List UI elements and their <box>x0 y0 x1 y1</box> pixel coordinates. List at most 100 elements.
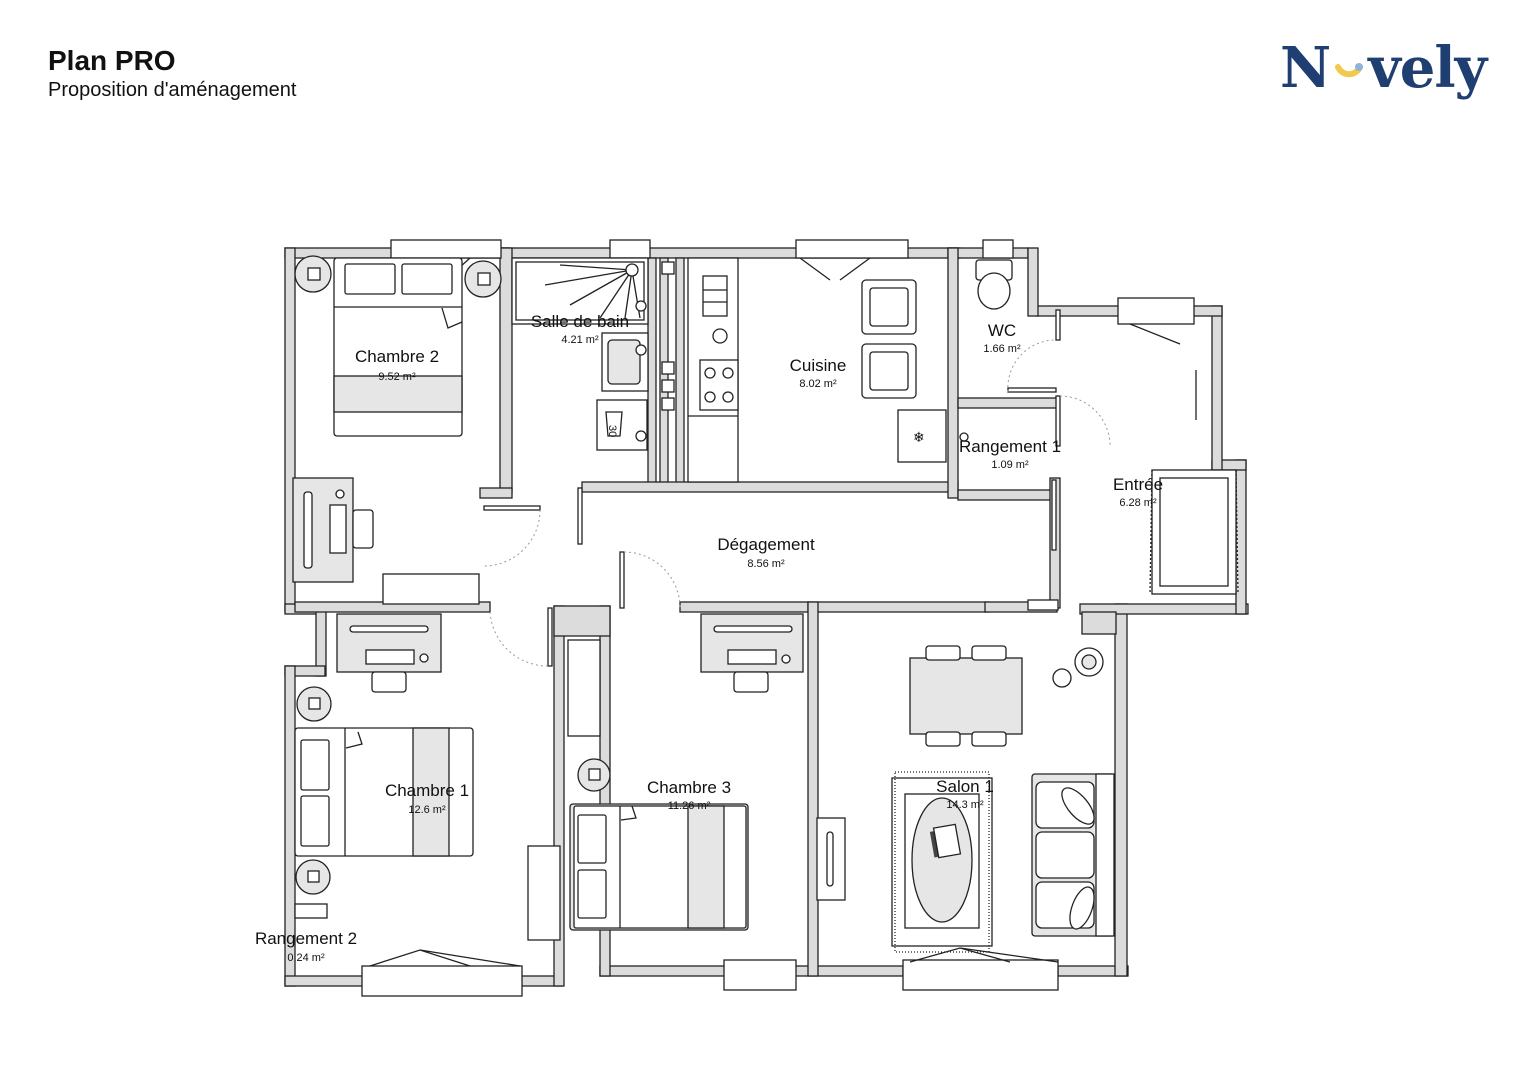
room-name-cuisine: Cuisine <box>790 356 847 375</box>
coffee-table <box>911 797 973 923</box>
bed-blanket <box>687 805 725 929</box>
room-chambre-2-furniture <box>292 255 502 605</box>
room-name-rangement-2: Rangement 2 <box>255 929 357 948</box>
sofa-back <box>1095 773 1115 937</box>
dining-chair <box>971 731 1007 747</box>
valve-icon <box>635 344 647 356</box>
duct <box>661 361 675 375</box>
door-leaf <box>1007 387 1057 393</box>
duct <box>661 261 675 275</box>
wall <box>807 601 989 613</box>
laptop <box>329 504 347 554</box>
outlet-icon <box>959 432 969 442</box>
plant-pot <box>588 768 601 781</box>
dining-chair <box>971 645 1007 661</box>
toilet-icon <box>977 272 1011 310</box>
wall <box>675 257 685 485</box>
wall <box>1027 247 1039 317</box>
window <box>361 965 523 997</box>
bed-blanket <box>412 727 450 857</box>
book-icon <box>932 823 962 859</box>
door-leaf <box>1027 599 1059 611</box>
sink-icon <box>607 339 641 385</box>
room-name-chambre-1: Chambre 1 <box>385 781 469 800</box>
washer-symbol <box>605 411 623 437</box>
window <box>982 239 1014 259</box>
storage-shelf <box>294 903 328 919</box>
logo-o-icon <box>1330 47 1368 87</box>
plant-pot <box>307 267 321 281</box>
room-area-entree: 6.28 m² <box>1119 497 1157 509</box>
room-name-rangement-1: Rangement 1 <box>959 437 1061 456</box>
room-area-salon-1: 14.3 m² <box>946 799 984 811</box>
room-name-chambre-3: Chambre 3 <box>647 778 731 797</box>
sink-lines <box>703 289 727 303</box>
door-leaf <box>1051 479 1057 551</box>
wall <box>479 487 513 499</box>
wall <box>957 397 1059 409</box>
dining-chair <box>925 731 961 747</box>
laptop <box>365 649 415 665</box>
logo-text-end: vely <box>1368 35 1487 101</box>
snowflake-icon: ❄ <box>913 429 925 445</box>
room-name-degagement: Dégagement <box>717 535 815 554</box>
window-swing <box>909 947 1059 963</box>
floor-lamp-bulb <box>1081 654 1097 670</box>
door-arc <box>489 611 549 667</box>
entry-mat-inner <box>1159 477 1229 587</box>
wall <box>807 601 819 977</box>
washing-machine-icon <box>596 399 648 451</box>
plant-pot <box>307 870 320 883</box>
wardrobe <box>567 639 601 737</box>
room-area-salle-de-bain: 4.21 m² <box>561 334 599 346</box>
door-leaf <box>619 551 625 609</box>
room-area-degagement: 8.56 m² <box>747 558 785 570</box>
window-swing <box>369 949 521 967</box>
chair <box>733 671 769 693</box>
pillow <box>300 739 330 791</box>
wall <box>315 603 327 677</box>
rug-fringe <box>894 771 990 953</box>
room-wc-furniture <box>959 259 1013 442</box>
chair <box>371 671 407 693</box>
window <box>609 239 651 259</box>
door-leaf <box>483 505 541 511</box>
armchair-seat <box>869 287 909 327</box>
duct <box>661 397 675 411</box>
room-area-rangement-1: 1.09 m² <box>991 459 1029 471</box>
throw-pillow <box>1061 787 1095 825</box>
pillow <box>577 869 607 919</box>
bed-fold <box>441 307 463 329</box>
page-title: Plan PRO <box>48 45 176 76</box>
room-cuisine-furniture: ❄ <box>687 257 947 483</box>
desk-handle <box>303 491 313 569</box>
throw-pillow <box>1069 886 1095 930</box>
door-leaf <box>577 487 583 545</box>
bed-blanket <box>333 375 463 413</box>
desk-lamp <box>419 653 429 663</box>
wall <box>284 975 366 987</box>
header: Plan PRO Proposition d'aménagement <box>48 44 296 102</box>
door-leaf <box>1055 309 1061 341</box>
wall <box>581 481 959 493</box>
pillow <box>401 263 453 295</box>
page-subtitle: Proposition d'aménagement <box>48 79 297 101</box>
duct <box>661 379 675 393</box>
room-area-rangement-2: 0.24 m² <box>287 952 325 964</box>
door-arc <box>1059 395 1111 447</box>
plant-pot <box>308 697 321 710</box>
room-name-wc: WC <box>988 321 1016 340</box>
wall <box>1114 603 1128 977</box>
window-swing <box>799 257 871 281</box>
window <box>723 959 797 991</box>
burner-icon <box>722 391 734 403</box>
room-salle-de-bain-furniture: 30 <box>511 257 675 451</box>
kitchen-sink-icon <box>702 275 728 317</box>
burner-icon <box>722 367 734 379</box>
window <box>795 239 909 259</box>
tv-icon <box>826 831 834 887</box>
cabinet <box>382 573 480 605</box>
room-labels: Chambre 2 9.52 m² Salle de bain 4.21 m² … <box>255 312 1163 964</box>
pillow <box>300 795 330 847</box>
chair <box>352 509 374 549</box>
